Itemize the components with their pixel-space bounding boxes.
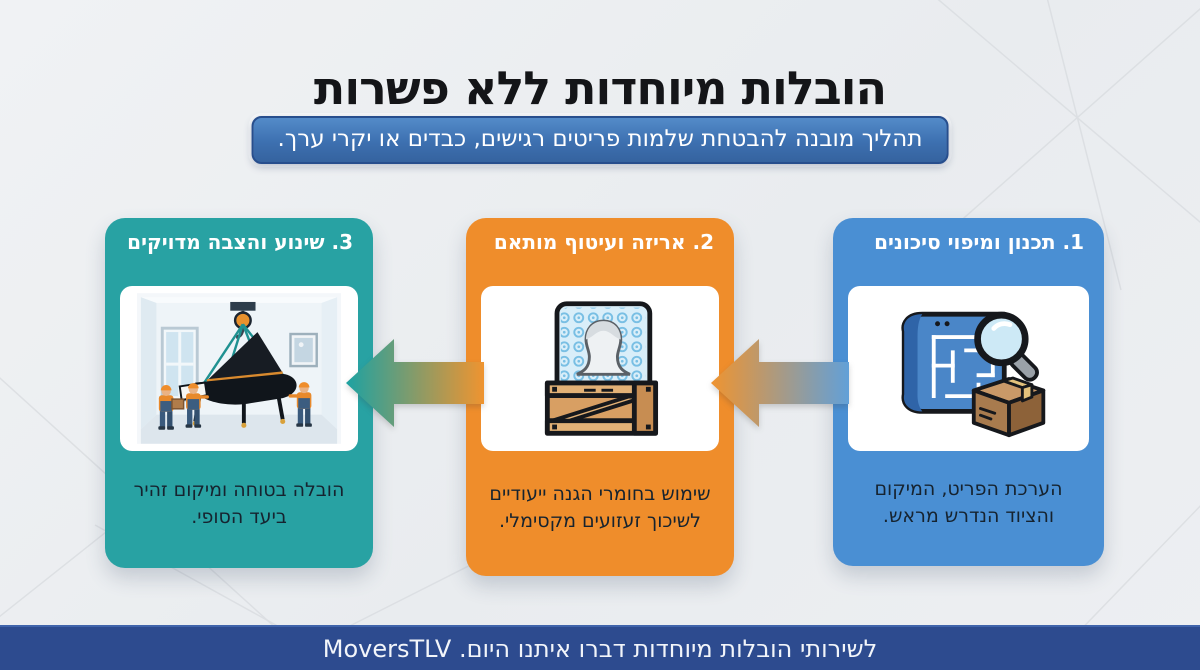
footer-cta-text: לשירותי הובלות מיוחדות דברו איתנו היום. … (322, 634, 878, 663)
blueprint-magnifier-box-icon (900, 311, 1045, 438)
step-3-title: 3. שינוע והצבה מדויקים (127, 230, 353, 254)
step-2-title: 2. אריזה ועיטוף מותאם (493, 230, 714, 254)
step-2-description: שימוש בחומרי הגנה ייעודיים לשיכוך זעזועי… (489, 483, 711, 532)
step-3-icon-panel (120, 286, 358, 451)
footer-cta-bar: לשירותי הובלות מיוחדות דברו איתנו היום. … (0, 625, 1200, 670)
bust-bubble-wrap-crate-icon (544, 301, 658, 436)
piano-hoist-movers-illustration (137, 293, 341, 444)
step-2-icon-panel (481, 286, 719, 451)
step-card-3: 3. שינוע והצבה מדויקים (105, 218, 373, 568)
subtitle-banner: תהליך מובנה להבטחת שלמות פריטים רגישים, … (251, 116, 949, 164)
arrow-step2-to-step3-icon (346, 339, 484, 427)
step-card-1: 1. תכנון ומיפוי סיכונים (833, 218, 1104, 566)
page-title: הובלות מיוחדות ללא פשרות (313, 60, 887, 115)
arrow-step1-to-step2-icon (711, 339, 849, 427)
step-1-icon-panel (848, 286, 1089, 451)
step-1-description: הערכת הפריט, המיקום והציוד הנדרש מראש. (874, 478, 1063, 527)
step-card-2: 2. אריזה ועיטוף מותאם (466, 218, 734, 576)
step-1-title: 1. תכנון ומיפוי סיכונים (874, 230, 1084, 254)
step-3-description: הובלה בטוחה ומיקום זהיר ביעד הסופי. (133, 479, 345, 528)
